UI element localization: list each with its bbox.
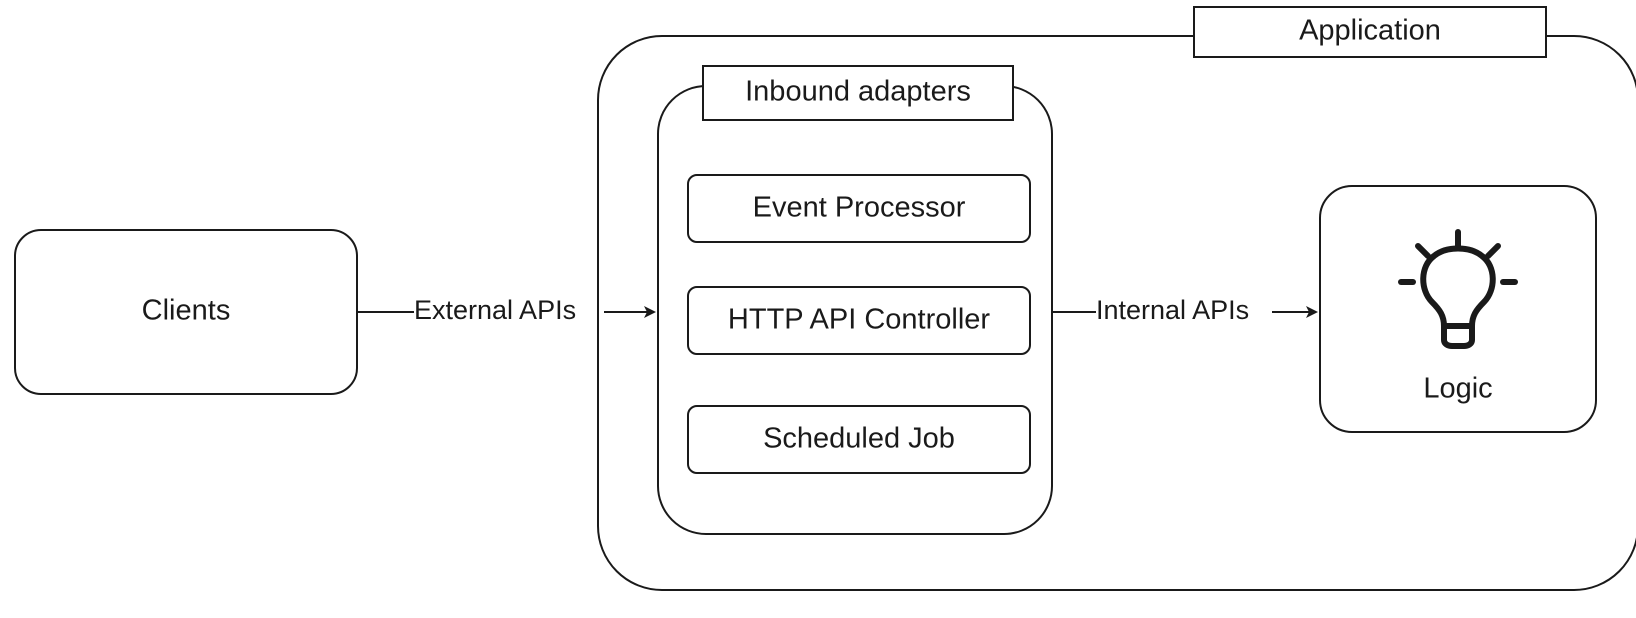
inbound-adapters-container: Inbound adapters Event Processor HTTP AP…: [657, 65, 1053, 535]
adapter-label: Scheduled Job: [763, 423, 955, 455]
internal-apis-connector: Internal APIs: [1052, 295, 1318, 325]
adapter-http-api-controller: HTTP API Controller: [687, 286, 1031, 355]
inbound-adapters-title-box: [702, 65, 1014, 121]
external-apis-connector: External APIs: [357, 295, 656, 325]
adapter-scheduled-job: Scheduled Job: [687, 405, 1031, 474]
application-title-box: [1193, 6, 1547, 58]
internal-apis-label: Internal APIs: [1096, 295, 1249, 325]
clients-label: Clients: [142, 295, 231, 327]
external-apis-label: External APIs: [414, 295, 576, 325]
application-container: Application: [597, 6, 1636, 591]
adapter-label: Event Processor: [753, 192, 966, 224]
logic-box: Logic: [1319, 185, 1597, 433]
clients-box: Clients: [14, 229, 358, 395]
adapter-label: HTTP API Controller: [728, 304, 991, 336]
adapter-event-processor: Event Processor: [687, 174, 1031, 243]
logic-label: Logic: [1423, 373, 1492, 405]
lightbulb-icon: [1398, 229, 1518, 349]
inbound-adapters-title: Inbound adapters: [745, 76, 971, 108]
application-title: Application: [1299, 15, 1441, 47]
